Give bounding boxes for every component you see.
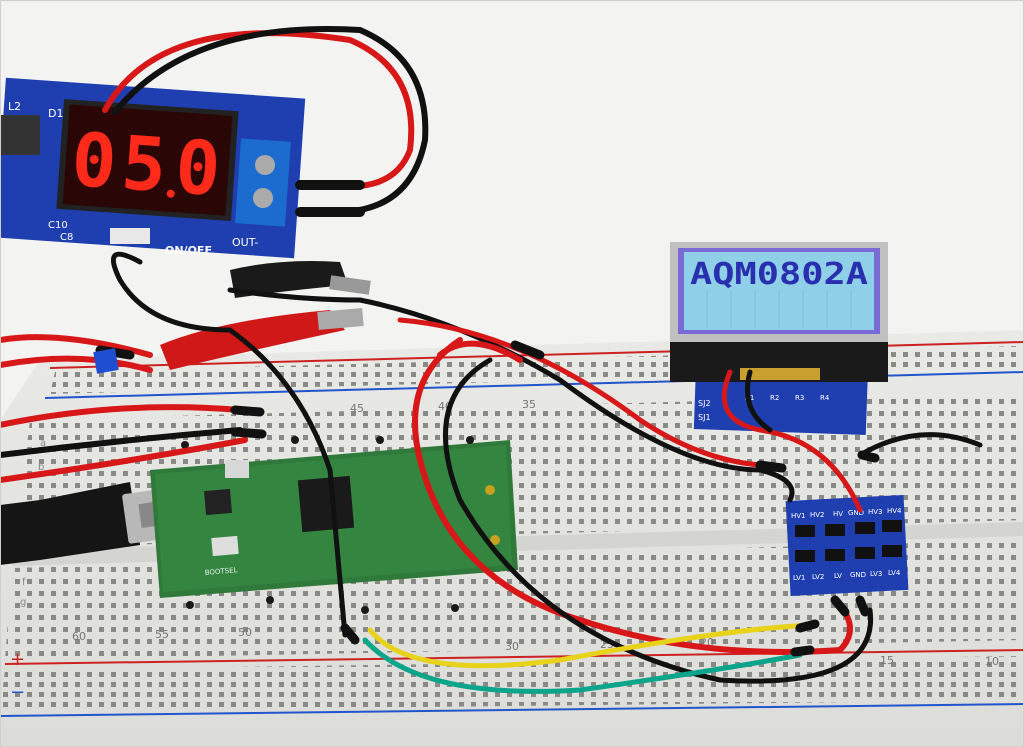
alligator-clips — [160, 261, 371, 370]
ls-bottom-lv: LV — [834, 572, 842, 580]
ls-top-hv: HV — [833, 510, 843, 518]
level-shifter: HV1 HV2 HV GND HV3 HV4 LV1 LV2 LV GND LV… — [785, 494, 909, 597]
lcd-label-r3: R3 — [795, 394, 804, 402]
label-out: OUT- — [232, 236, 258, 249]
ls-top-hv3: HV3 — [868, 508, 883, 516]
ls-top-gnd: GND — [848, 509, 864, 517]
column-number: 55 — [155, 628, 169, 641]
lcd-label-r4: R4 — [820, 394, 830, 402]
label-d1: D1 — [48, 107, 63, 120]
voltmeter-digits: 0 5 0 — [69, 117, 223, 213]
ls-bottom-gnd: GND — [850, 571, 866, 579]
wires — [0, 26, 983, 694]
lcd-label-r2: R2 — [770, 394, 779, 402]
column-number: 45 — [350, 402, 364, 415]
breadboard-row-letters: a b f g — [20, 438, 46, 608]
lcd-text: AQM0802A — [690, 257, 868, 292]
label-c8: C8 — [60, 232, 73, 243]
digit-2: 5 — [119, 120, 169, 209]
rail-minus-symbol: − — [10, 682, 25, 703]
blue-plug — [93, 348, 119, 374]
lcd-label-sj1: SJ1 — [698, 413, 711, 422]
label-l2: L2 — [8, 100, 21, 113]
lcd-module: AQM0802A SJ2 SJ1 R1 R2 R3 R4 — [670, 242, 888, 435]
voltmeter-module: 0 5 0 L2 D1 C10 C8 ON/OFF OUT- — [0, 77, 306, 259]
ls-bottom-lv2: LV2 — [812, 573, 824, 581]
ls-top-hv1: HV1 — [791, 512, 806, 520]
rail-plus-symbol: + — [10, 649, 25, 670]
column-number: 35 — [522, 398, 536, 411]
lcd-label-sj2: SJ2 — [698, 399, 711, 408]
ls-bottom-lv4: LV4 — [888, 569, 901, 577]
digit-1: 0 — [69, 117, 119, 206]
column-number: 60 — [72, 630, 86, 643]
ls-top-hv4: HV4 — [887, 507, 902, 515]
row-letter: a — [40, 438, 46, 449]
column-number: 30 — [505, 640, 519, 653]
row-letter: g — [20, 597, 26, 608]
ls-top-hv2: HV2 — [810, 511, 825, 519]
row-letter: b — [38, 462, 44, 473]
row-letter: f — [22, 577, 26, 588]
pico-bootsel-label: BOOTSEL — [204, 566, 237, 577]
label-c10: C10 — [48, 220, 68, 231]
digit-3: 0 — [173, 124, 223, 213]
column-number: 50 — [238, 626, 252, 639]
ls-bottom-lv3: LV3 — [870, 570, 882, 578]
column-number: 10 — [985, 655, 999, 668]
label-onoff: ON/OFF — [165, 244, 212, 257]
ls-bottom-lv1: LV1 — [793, 574, 805, 582]
column-number: 15 — [880, 654, 894, 667]
